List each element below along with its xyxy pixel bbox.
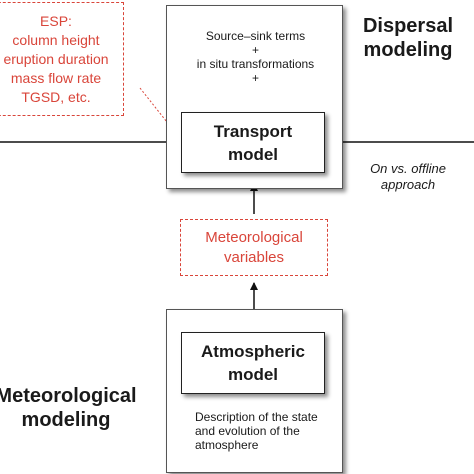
atmospheric-model-line2: model (227, 365, 279, 384)
atmosphere-desc-line3: atmosphere (195, 438, 259, 452)
atmosphere-description: Description of the state and evolution o… (195, 410, 339, 452)
transport-model-line2: model (227, 144, 279, 164)
transport-model-line1: Transport (213, 121, 293, 141)
atmosphere-desc-line1: Description of the state (195, 410, 318, 424)
plus-sign-2: + (251, 71, 259, 85)
meteorological-variables-box: Meteorological variables (180, 219, 328, 276)
atmosphere-desc-line2: and evolution of the (195, 424, 300, 438)
met-variables-line1: Meteorological (205, 228, 303, 246)
atmospheric-model-box: Atmospheric model (181, 332, 325, 394)
meteorological-modeling-title: Meteorological modeling (0, 384, 146, 432)
plus-sign-1: + (251, 43, 259, 57)
esp-eruption-duration: eruption duration (3, 50, 109, 67)
in-situ-label: in situ transformations (196, 57, 315, 71)
esp-tgsd: TGSD, etc. (21, 88, 91, 105)
transport-model-box: Transport model (181, 112, 325, 173)
source-sink-label: Source–sink terms (205, 29, 306, 43)
online-offline-note: On vs. offline approach (354, 161, 462, 193)
dispersal-modeling-title: Dispersal modeling (352, 14, 464, 62)
dispersal-title-line1: Dispersal (362, 15, 454, 37)
esp-mass-flow-rate: mass flow rate (10, 69, 102, 86)
atmospheric-model-line1: Atmospheric (201, 342, 305, 361)
meteorological-title-line1: Meteorological (0, 385, 137, 407)
esp-column-height: column height (12, 31, 100, 48)
source-sink-terms: Source–sink terms + in situ transformati… (168, 29, 343, 85)
met-variables-line2: variables (223, 248, 285, 266)
esp-parameters-box: ESP: column height eruption duration mas… (0, 2, 124, 116)
meteorological-title-line2: modeling (21, 409, 111, 431)
esp-title: ESP: (40, 12, 72, 29)
online-offline-line2: approach (380, 177, 436, 192)
online-offline-line1: On vs. offline (370, 161, 446, 176)
dispersal-title-line2: modeling (363, 39, 453, 61)
